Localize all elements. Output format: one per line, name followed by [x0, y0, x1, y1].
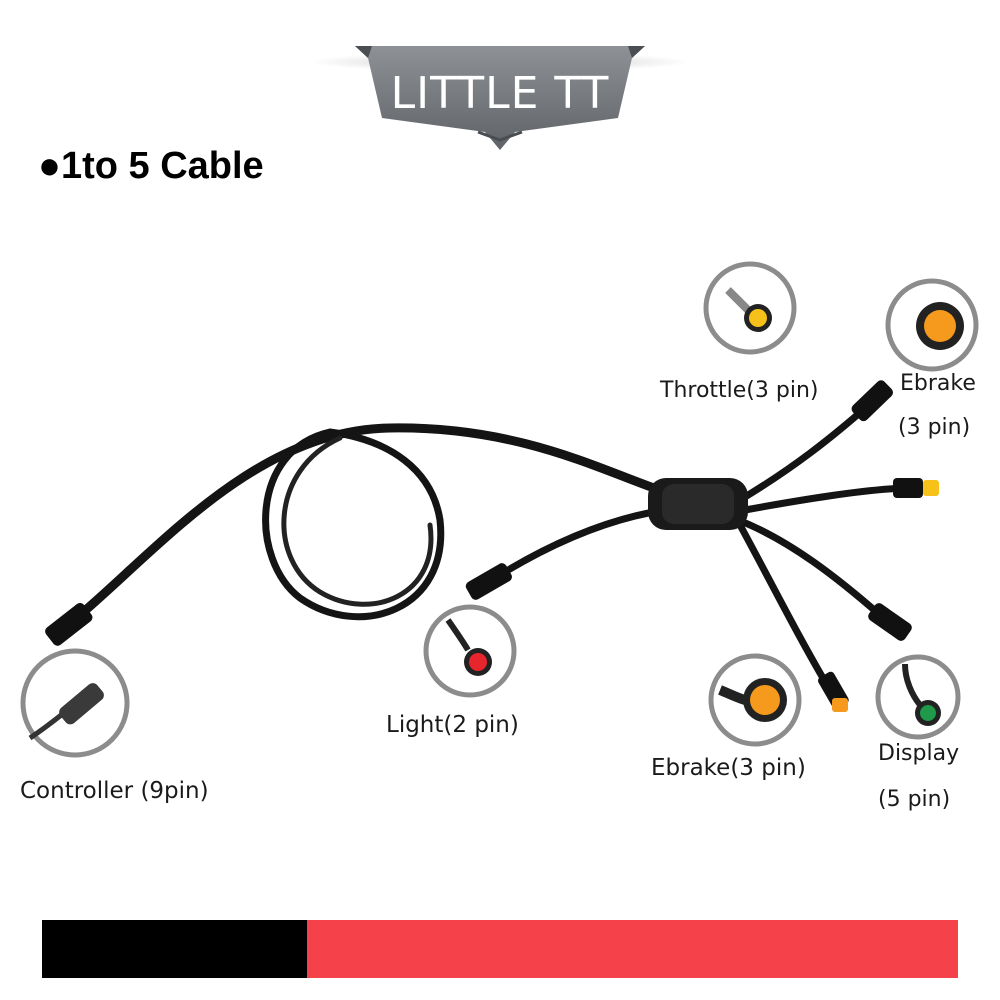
display-label-line1: Display [878, 741, 959, 766]
ebrake-top-label-line2: (3 pin) [898, 415, 970, 440]
controller-detail-circle [20, 648, 130, 758]
ebrake-bottom-detail-circle [708, 653, 802, 747]
light-detail-circle [423, 604, 517, 698]
color-strip-red [307, 920, 958, 978]
ebrake-bottom-label: Ebrake(3 pin) [651, 755, 806, 781]
color-strip [42, 920, 958, 978]
ebrake-top-detail-circle [885, 278, 979, 372]
color-strip-black [42, 920, 307, 978]
cable-splitter-hub [648, 478, 748, 530]
banner-shape [355, 46, 645, 150]
brand-logo-text: LITTLE TT [391, 68, 610, 119]
cable-harness [57, 391, 909, 694]
controller-label: Controller (9pin) [20, 778, 209, 804]
light-label: Light(2 pin) [386, 712, 519, 738]
display-detail-circle [875, 654, 961, 740]
throttle-detail-circle [703, 261, 797, 355]
page-title: ●1to 5 Cable [38, 145, 264, 187]
display-label-line2: (5 pin) [878, 787, 950, 812]
brand-banner: LITTLE TT [310, 46, 690, 150]
ebrake-top-label-line1: Ebrake [900, 371, 976, 396]
throttle-label: Throttle(3 pin) [659, 378, 818, 403]
connector-ends [45, 380, 939, 712]
